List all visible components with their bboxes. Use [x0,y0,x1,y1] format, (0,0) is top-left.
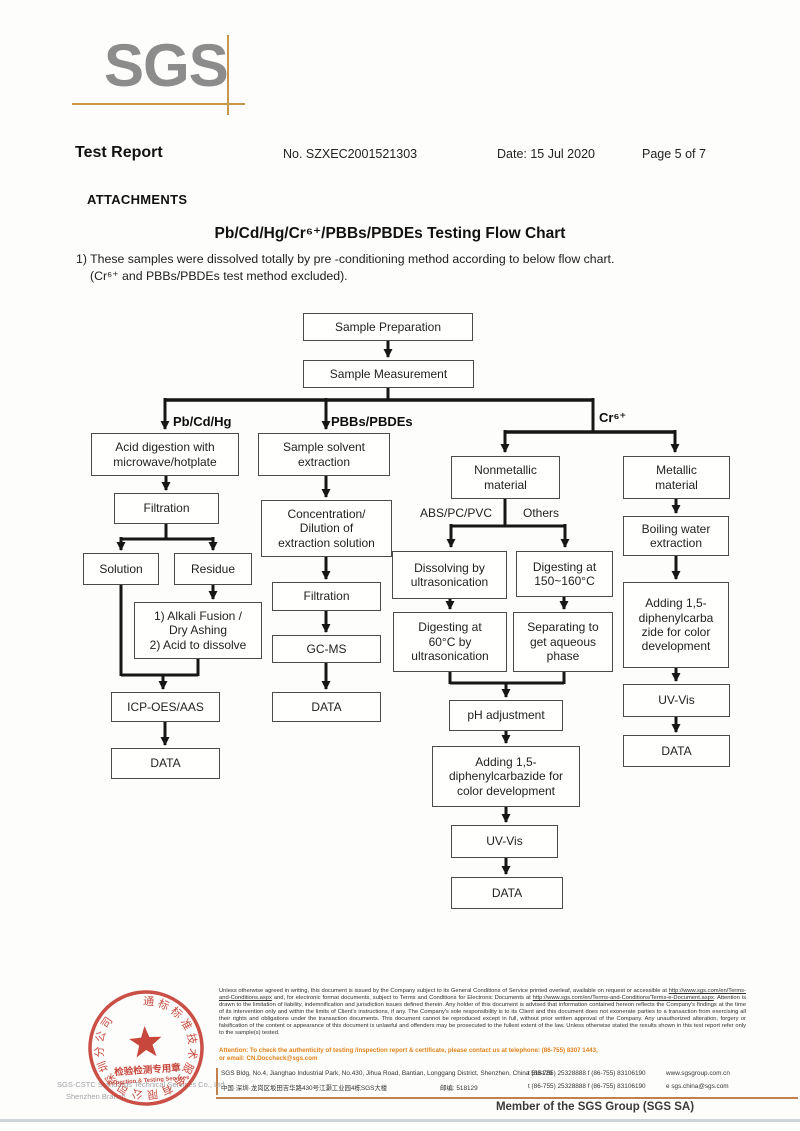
address-divider-vertical [216,1068,218,1095]
stamp-center-text-cn: 检验检测专用章 [114,1062,182,1079]
attention-line-2: or email: CN.Doccheck@sgs.com [219,1054,318,1062]
flow-box-filtration-mid: Filtration [272,582,381,611]
flow-box-ph-adjustment: pH adjustment [449,700,563,731]
page-number: Page 5 of 7 [642,147,706,161]
flow-box-digesting-60: Digesting at 60°C by ultrasonication [393,612,507,672]
note-line-1: 1) These samples were dissolved totally … [76,252,615,266]
disclaimer-part-1: Unless otherwise agreed in writing, this… [219,988,669,994]
inspection-stamp-seal: 通标标准技术服务有限公司深圳分公司 检验检测专用章 Inspection & T… [88,990,204,1106]
flow-box-uv-vis-right: UV-Vis [623,684,730,717]
report-date: Date: 15 Jul 2020 [497,147,595,161]
stamp-center-text-en: Inspection & Testing Services [107,1075,189,1087]
branch-label-cr6: Cr⁶⁺ [599,410,627,425]
company-branch: Shenzhen Branch [66,1092,126,1101]
flow-box-alkali-fusion: 1) Alkali Fusion / Dry Ashing 2) Acid to… [134,602,262,659]
flow-box-acid-digestion: Acid digestion with microwave/hotplate [91,433,239,476]
flow-box-data-left: DATA [111,748,220,779]
flow-box-boiling-water: Boiling water extraction [623,516,729,556]
logo-vertical-rule [227,35,229,115]
report-number: No. SZXEC2001521303 [283,147,418,161]
address-line-1-website: www.sgsgroup.com.cn [666,1070,730,1077]
attention-line-1: Attention: To check the authenticity of … [219,1047,598,1054]
flow-box-sample-measurement: Sample Measurement [303,360,474,388]
flow-box-separating-aqueous: Separating to get aqueous phase [513,612,613,672]
flow-box-digesting-150-160: Digesting at 150~160°C [516,551,613,597]
flow-box-metallic-material: Metallic material [623,456,730,499]
stamp-star-icon [129,1026,162,1058]
disclaimer-part-2: and, for electronic format documents, su… [271,994,533,1001]
address-line-2-postcode: 邮编: 518129 [440,1085,478,1092]
flow-box-gc-ms: GC-MS [272,635,381,663]
disclaimer-part-3: . Attention is drawn to the limitation o… [219,994,746,1036]
branch-label-others: Others [523,506,560,520]
terms-e-document-url: http://www.sgs.com/en/Terms-and-Conditio… [532,994,714,1001]
flow-box-uv-vis-center: UV-Vis [451,825,558,858]
flow-box-residue: Residue [174,553,252,585]
logo-horizontal-rule [72,103,245,105]
flow-box-solution: Solution [83,553,159,585]
flow-box-data-center: DATA [451,877,563,909]
terms-url: http://www.sgs.com/en/Terms-and-Conditio… [219,988,746,1001]
flow-box-data-mid: DATA [272,692,381,722]
address-divider-horizontal [216,1097,798,1099]
branch-label-abs-pc-pvc: ABS/PC/PVC [420,506,493,520]
company-name: SGS-CSTC Standards Technical Services Co… [57,1080,227,1089]
flowchart-title: Pb/Cd/Hg/Cr⁶⁺/PBBs/PBDEs Testing Flow Ch… [214,225,566,242]
sgs-logo: SGS [104,32,229,99]
flow-box-adding-diphenylcarbazide-center: Adding 1,5- diphenylcarbazide for color … [432,746,580,807]
flow-box-filtration-left: Filtration [114,493,219,524]
note-line-2: (Cr⁶⁺ and PBBs/PBDEs test method exclude… [90,269,348,283]
flow-box-concentration-dilution: Concentration/ Dilution of extraction so… [261,500,392,557]
member-note: Member of the SGS Group (SGS SA) [495,1101,695,1113]
report-title: Test Report [75,144,163,161]
address-line-1-contact: t (86-755) 25328888 f (86-755) 83106190 [528,1070,646,1077]
address-line-2-email: e sgs.china@sgs.com [666,1083,729,1090]
attachments-heading: ATTACHMENTS [87,192,188,207]
flow-box-adding-diphenylcarbazide-right: Adding 1,5- diphenylcarba zide for color… [623,582,729,668]
flow-box-solvent-extraction: Sample solvent extraction [258,433,390,476]
address-line-2-contact: t (86-755) 25328888 f (86-755) 83106190 [528,1083,646,1090]
attention-note: Attention: To check the authenticity of … [219,1047,746,1063]
flow-box-nonmetallic-material: Nonmetallic material [451,456,560,499]
address-line-2: 中国·深圳·龙岗区坂田吉华路430号江灏工业园4栋SGS大楼 [221,1085,388,1092]
flow-box-icp-oes-aas: ICP-OES/AAS [111,692,220,722]
address-line-1: SGS Bldg, No.4, Jianghao Industrial Park… [221,1070,553,1077]
branch-label-pb-cd-hg: Pb/Cd/Hg [173,414,232,429]
flow-box-sample-preparation: Sample Preparation [303,313,473,341]
flow-box-data-right: DATA [623,735,730,767]
disclaimer-text: Unless otherwise agreed in writing, this… [219,988,746,1037]
flow-box-dissolving-ultrasonication: Dissolving by ultrasonication [392,551,507,599]
page-bottom-rule [0,1119,800,1122]
branch-label-pbbs-pbdes: PBBs/PBDEs [331,414,413,429]
